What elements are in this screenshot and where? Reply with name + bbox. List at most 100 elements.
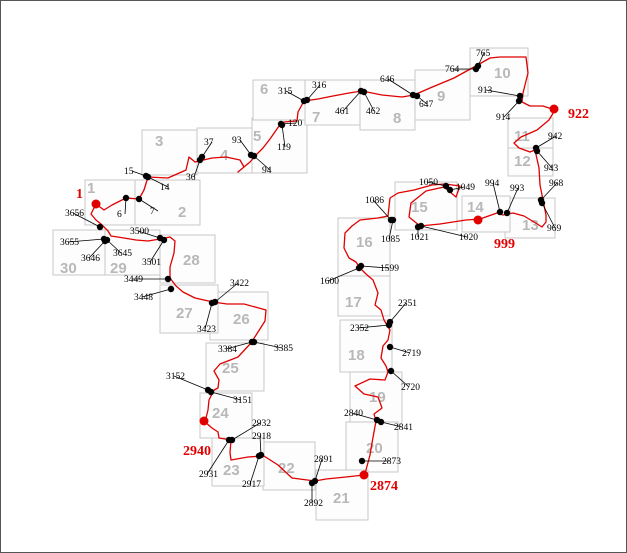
route-waypoint: 3656 [65,209,104,231]
point-label: 14 [160,183,170,193]
grid-cell-box [159,234,216,284]
grid-cell-number: 16 [356,234,373,251]
route-waypoint: 2917 [242,452,263,490]
point-label: 2891 [314,455,333,465]
point-label: 316 [312,81,327,91]
grid-cell-number: 30 [60,260,77,277]
grid-cell-box [262,441,316,491]
waypoint-marker [496,208,504,216]
route-waypoint: 7 [135,195,159,217]
route-waypoint: 2719 [386,343,421,359]
waypoint-marker [503,209,511,217]
route-endpoint: 999 [473,215,515,252]
point-label: 922 [568,107,589,122]
route-waypoint: 1050 [419,178,450,190]
route-waypoint: 1021 [410,223,429,243]
point-label: 646 [380,75,395,85]
waypoint-marker [204,386,212,394]
route-waypoint: 3448 [134,285,175,303]
grid-cell-number: 14 [467,199,484,216]
waypoint-marker [474,62,482,70]
route-waypoint: 37 [198,138,214,161]
grid-cell-number: 18 [348,347,365,364]
endpoint-marker [199,416,209,426]
point-label: 1085 [381,235,400,245]
label-leader-line [389,346,411,354]
label-leader-line [204,302,213,330]
point-label: 461 [335,107,350,117]
point-label: 2932 [252,419,271,429]
point-label: 3449 [124,275,143,285]
route-endpoint: 2874 [359,470,398,494]
point-label: 3646 [81,254,100,264]
label-leader-line [492,182,501,213]
point-label: 3384 [218,345,237,355]
waypoint-marker [515,97,523,105]
route-waypoint: 1085 [381,216,400,245]
grid-cell-box [252,79,306,121]
waypoint-marker [385,321,393,329]
waypoint-marker [357,262,365,270]
point-label: 93 [232,136,242,146]
waypoint-marker [358,457,366,465]
grid-cell-number: 7 [312,109,320,126]
label-leader-line [485,89,521,97]
label-leader-line [225,341,253,350]
route-endpoint: 1 [76,187,101,209]
label-leader-line [231,422,261,441]
route-waypoint: 994 [485,179,504,216]
label-leader-line [536,150,553,169]
waypoint-marker [208,299,216,307]
grid-cell-number: 17 [345,294,362,311]
point-label: 94 [262,166,272,176]
grid-cell-number: 2 [178,204,186,221]
waypoint-marker [255,452,263,460]
point-label: 993 [510,184,525,194]
waypoint-marker [442,182,450,190]
point-label: 3501 [142,258,161,268]
point-label: 2931 [199,470,218,480]
route-waypoint: 3152 [166,372,212,394]
label-leader-line [314,458,323,482]
grid-cell-number: 24 [212,405,229,422]
grid-cell-box [359,79,416,131]
label-leader-line [72,212,101,228]
label-leader-line [173,375,209,391]
grid-cell-number: 20 [366,440,383,457]
label-leader-line [372,199,392,221]
waypoint-marker [389,216,397,224]
route-waypoint: 943 [533,147,559,174]
point-label: 2841 [394,423,413,433]
point-label: 36 [186,173,196,183]
label-leader-line [281,124,286,148]
grid-cell-number: 6 [260,81,268,98]
endpoint-marker [359,470,369,480]
label-leader-line [88,240,106,259]
waypoint-marker [277,120,285,128]
grid-cell-number: 25 [222,360,239,377]
route-waypoint: 3449 [124,275,172,285]
label-leader-line [149,239,165,263]
waypoint-marker [135,195,143,203]
point-label: 3151 [233,396,252,406]
grid-cell-number: 13 [522,217,539,234]
grid-cell-number: 3 [155,133,163,150]
route-waypoint: 15 [124,167,150,180]
waypoint-marker [156,234,164,242]
grid-cell-box [52,229,106,276]
label-leader-line [306,84,321,101]
label-leader-line [285,90,305,102]
point-label: 1600 [320,277,339,287]
label-leader-line [138,198,159,212]
point-label: 120 [288,119,303,129]
grid-cell-box [504,197,556,239]
route-waypoint: 3500 [130,227,164,242]
point-label: 1599 [380,264,399,274]
point-label: 2918 [252,432,271,442]
point-label: 3500 [130,227,149,237]
label-leader-line [210,391,242,401]
grid-cell-number: 27 [176,305,193,322]
grid-cell-box [134,179,201,226]
grid-cell-box [507,147,554,177]
